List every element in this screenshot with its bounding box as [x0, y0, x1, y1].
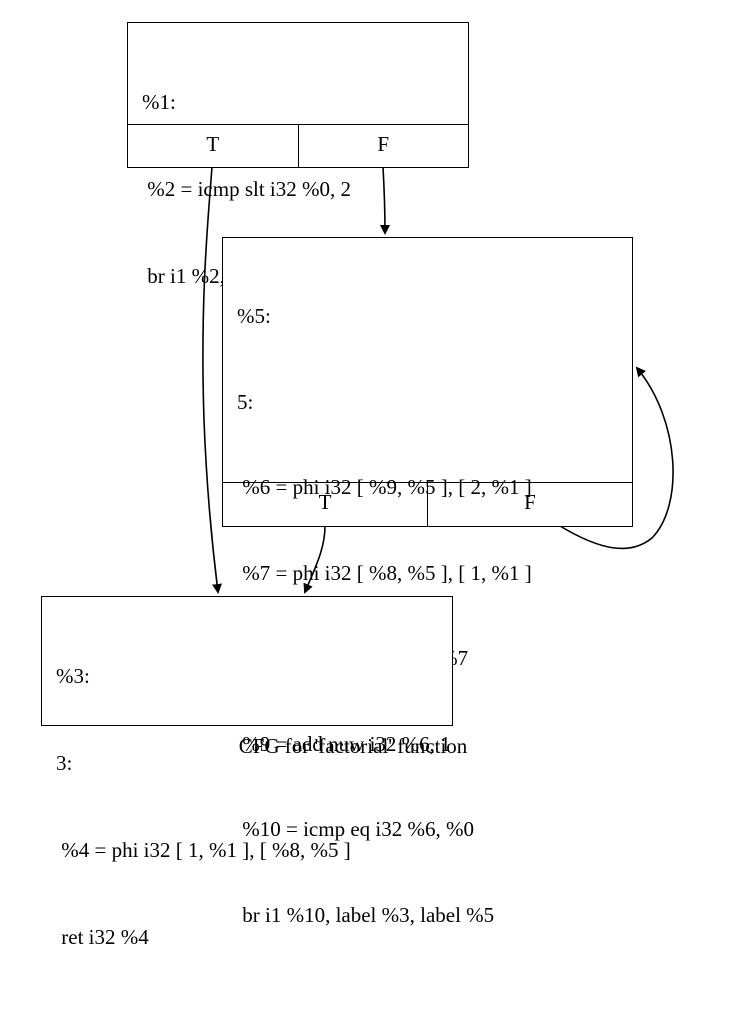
code-line: %4 = phi i32 [ 1, %1 ], [ %8, %5 ]: [56, 838, 351, 862]
cfg-node-1-ports: T F: [128, 124, 468, 167]
code-line: %3:: [56, 664, 90, 688]
code-line: %2 = icmp slt i32 %0, 2: [142, 177, 351, 201]
cfg-node-3: %3: 3: %4 = phi i32 [ 1, %1 ], [ %8, %5 …: [41, 596, 453, 949]
port-false: F: [427, 483, 632, 526]
cfg-node-5-ports: T F: [223, 482, 632, 526]
port-false: F: [297, 125, 469, 167]
cfg-node-1: %1: %2 = icmp slt i32 %0, 2 br i1 %2, la…: [127, 22, 469, 288]
code-line: ret i32 %4: [56, 925, 149, 949]
graph-caption: CFG for 'factorial' function: [238, 734, 468, 758]
code-line: 5:: [237, 389, 254, 414]
port-true: T: [206, 132, 220, 156]
cfg-node-5: %5: 5: %6 = phi i32 [ %9, %5 ], [ 2, %1 …: [222, 237, 633, 927]
code-line: %7 = phi i32 [ %8, %5 ], [ 1, %1 ]: [237, 560, 532, 585]
code-line: %1:: [142, 90, 176, 114]
code-line: %6 = phi i32 [ %9, %5 ], [ 2, %1 ]: [237, 475, 532, 499]
code-line: %9 = add nuw i32 %6, 1: [237, 731, 451, 756]
code-line: %5:: [237, 304, 271, 328]
port-true: T: [318, 490, 332, 514]
cfg-node-3-code: %3: 3: %4 = phi i32 [ 1, %1 ], [ %8, %5 …: [42, 597, 452, 1010]
